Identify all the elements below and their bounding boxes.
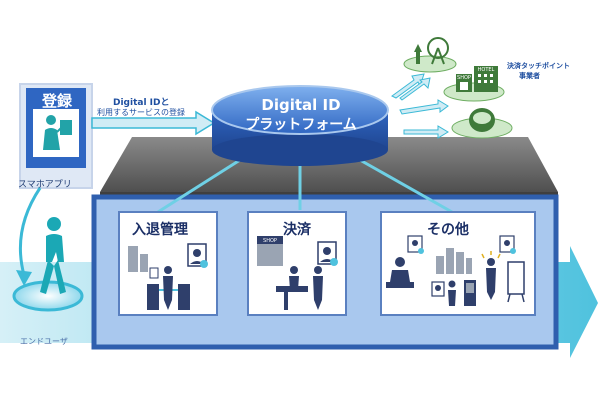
platform-title-2: プラットフォーム <box>245 117 357 133</box>
registration-flow-label-1: Digital IDと <box>113 98 170 108</box>
digital-id-platform <box>211 85 389 166</box>
presenter-icon <box>43 115 72 150</box>
entry-management-title: 入退管理 <box>132 222 188 238</box>
register-down-arrow <box>18 187 42 276</box>
shop-hotel-icon <box>443 66 505 102</box>
business-label-1: 決済タッチポイント <box>507 62 570 70</box>
other-title: その他 <box>427 222 469 238</box>
business-shop-sign: SHOP <box>457 75 471 81</box>
business-hotel-sign: HOTEL <box>478 67 495 73</box>
other-services-illustration <box>386 235 525 306</box>
connector-lines <box>157 158 453 214</box>
registration-title: 登録 <box>41 92 72 110</box>
business-links <box>391 73 449 139</box>
entry-gate-illustration <box>128 243 208 310</box>
amusement-park-icon <box>403 37 457 73</box>
business-label-2: 事業者 <box>519 72 540 80</box>
registration-flow-label-2: 利用するサービスの登録 <box>97 108 185 117</box>
payment-shop-illustration: SHOP <box>257 236 338 310</box>
registration-arrow <box>91 110 216 136</box>
smartphone-app-label: スマホアプリ <box>18 180 72 190</box>
register-down-arrowhead <box>16 270 32 286</box>
stadium-icon <box>451 108 513 139</box>
end-user-label: エンドユーザ <box>20 337 68 346</box>
platform-title-1: Digital ID <box>261 96 341 114</box>
payment-shop-sign: SHOP <box>263 238 277 244</box>
walking-person-icon <box>40 217 66 294</box>
payment-title: 決済 <box>283 222 311 238</box>
